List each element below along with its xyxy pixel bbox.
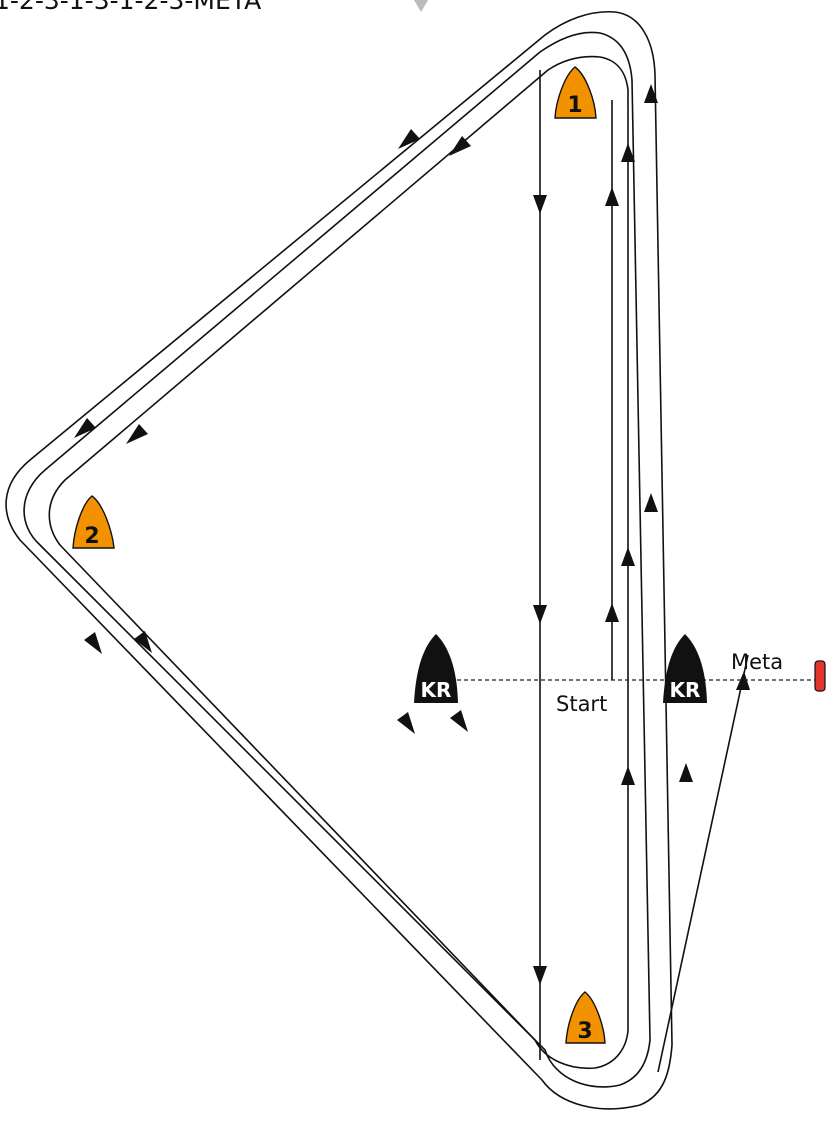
finish-flag — [814, 660, 826, 692]
arrow-up-icon — [679, 763, 693, 782]
buoy-icon — [554, 66, 597, 119]
boat-icon — [663, 634, 707, 703]
boat-label: KR — [421, 678, 452, 702]
route-middle-loop — [23, 31, 651, 1088]
route-inner-loop — [48, 55, 629, 1070]
arrow-downright-icon — [450, 710, 468, 732]
boat-label: KR — [670, 678, 701, 702]
mark-number: 2 — [84, 524, 99, 549]
boat-icon — [414, 634, 458, 703]
direction-arrows — [74, 84, 750, 985]
arrow-downright-icon — [397, 712, 415, 734]
arrow-up-icon — [644, 493, 658, 512]
arrow-downleft-icon — [74, 418, 96, 438]
buoy-icon — [72, 495, 115, 549]
arrow-up-icon — [621, 143, 635, 162]
arrow-downleft-icon — [126, 424, 148, 444]
start-label: Start — [556, 692, 607, 716]
mark-number: 3 — [577, 1019, 592, 1044]
arrow-down-icon — [533, 605, 547, 624]
route-outer-loop — [5, 10, 673, 1110]
arrow-downleft-icon — [398, 129, 420, 149]
arrow-up-icon — [605, 603, 619, 622]
arrow-downright-icon — [84, 632, 102, 654]
arrow-down-icon — [533, 966, 547, 985]
mark-number: 1 — [567, 93, 582, 118]
top-pointer-icon — [414, 0, 428, 12]
arrow-up-icon — [605, 187, 619, 206]
mark-1: 1 — [554, 66, 597, 119]
committee-boat-left: KR — [414, 634, 458, 703]
committee-boat-right: KR — [663, 634, 707, 703]
arrow-downleft-icon — [449, 136, 471, 156]
mark-3: 3 — [565, 991, 606, 1044]
arrow-up-icon — [644, 84, 658, 103]
arrow-up-icon — [621, 766, 635, 785]
arrow-up-icon — [621, 547, 635, 566]
route-finish-leg — [657, 654, 749, 1073]
arrow-downright-icon — [134, 631, 152, 653]
mark-2: 2 — [72, 495, 115, 549]
arrow-up-icon — [736, 671, 750, 690]
buoy-icon — [565, 991, 606, 1044]
finish-label: Meta — [731, 650, 783, 674]
course-sequence-text: 1-2-3-1-3-1-2-3-META — [0, 0, 261, 15]
arrow-down-icon — [533, 195, 547, 214]
